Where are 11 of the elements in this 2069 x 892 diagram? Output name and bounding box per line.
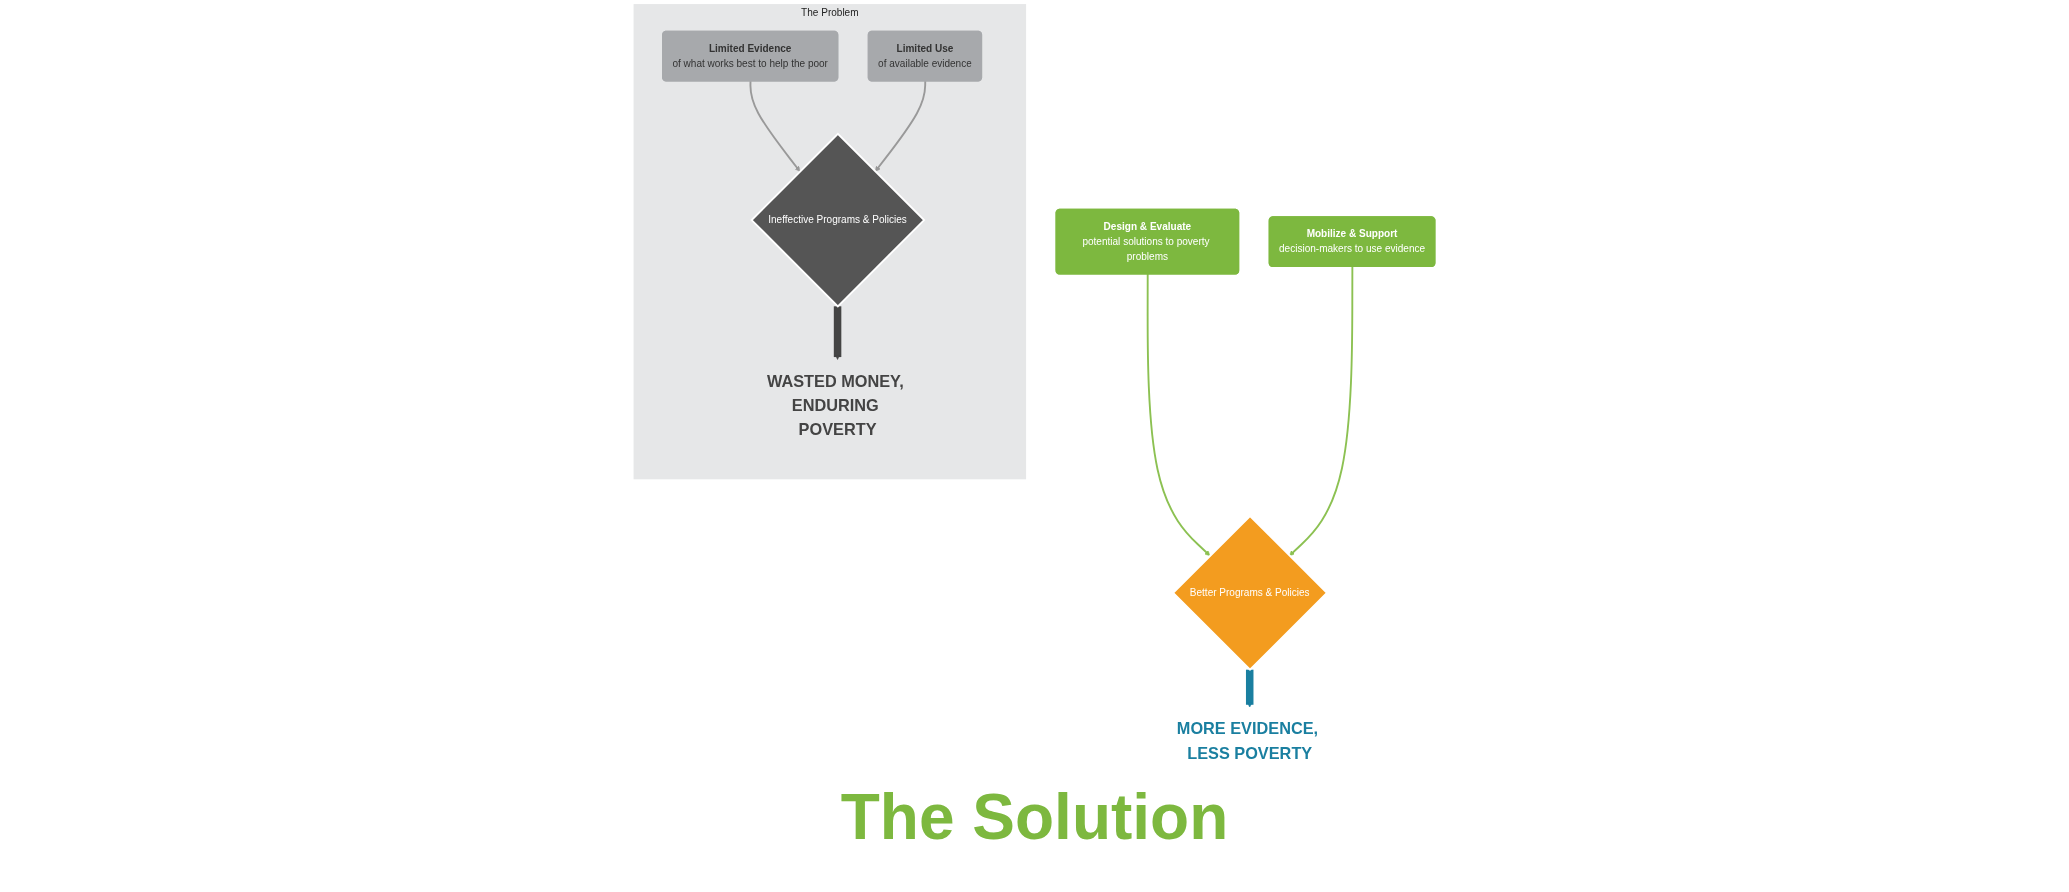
arrow <box>1245 669 1254 708</box>
arrow <box>749 79 801 172</box>
node-text: MORE EVIDENCE, LESS POVERTY <box>1176 719 1319 763</box>
arrow <box>1146 273 1211 556</box>
node-diamond: Ineffective Programs & Policies <box>750 132 926 308</box>
arrow <box>833 306 842 360</box>
node-diamond: Better Programs & Policies <box>1171 514 1329 671</box>
arrow <box>874 79 927 172</box>
arrow <box>1289 265 1354 556</box>
panel-heading: The Solution <box>840 780 1229 854</box>
node-text: WASTED MONEY, ENDURING POVERTY <box>766 371 904 440</box>
